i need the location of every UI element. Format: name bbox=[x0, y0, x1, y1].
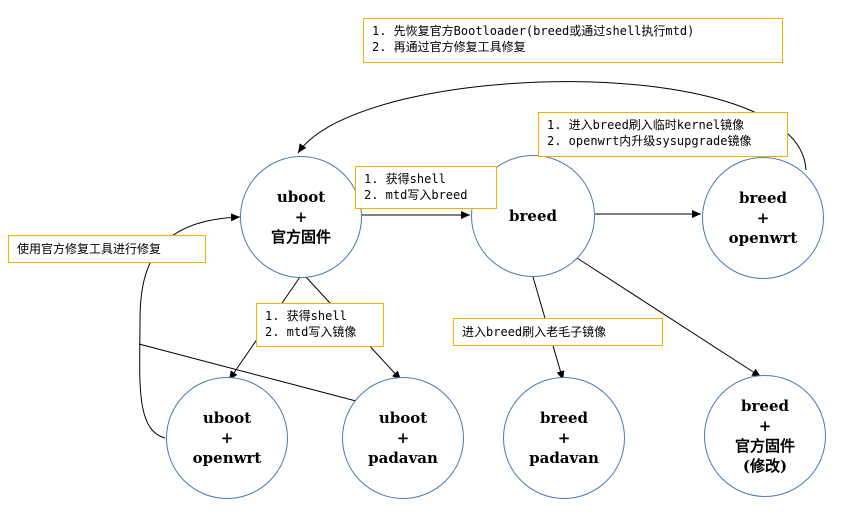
node-breed-stock-mod-line-2: + bbox=[758, 417, 772, 435]
node-breed-padavan: breed + padavan bbox=[503, 377, 625, 499]
node-uboot-padavan-line-3: padavan bbox=[368, 449, 438, 467]
note-official-repair: 使用官方修复工具进行修复 bbox=[8, 235, 206, 263]
note-breed-kernel: 1. 进入breed刷入临时kernel镜像 2. openwrt内升级sysu… bbox=[538, 112, 788, 157]
note-get-shell-breed-line-1: 1. 获得shell bbox=[364, 172, 446, 186]
node-breed-openwrt: breed + openwrt bbox=[702, 157, 824, 279]
node-breed-openwrt-line-3: openwrt bbox=[728, 229, 798, 247]
note-get-shell-breed: 1. 获得shell 2. mtd写入breed bbox=[355, 166, 497, 209]
node-breed-line-1: breed bbox=[509, 207, 557, 225]
node-breed-openwrt-line-2: + bbox=[756, 209, 770, 227]
node-uboot-padavan-line-2: + bbox=[396, 429, 410, 447]
note-official-repair-line-1: 使用官方修复工具进行修复 bbox=[17, 242, 162, 256]
node-breed-stock-mod-line-1: breed bbox=[741, 397, 789, 415]
note-breed-laomaozi: 进入breed刷入老毛子镜像 bbox=[453, 318, 663, 346]
note-get-shell-breed-line-2: 2. mtd写入breed bbox=[364, 188, 468, 202]
note-breed-kernel-line-1: 1. 进入breed刷入临时kernel镜像 bbox=[547, 118, 745, 132]
node-breed-openwrt-line-1: breed bbox=[739, 189, 787, 207]
note-get-shell-image-line-1: 1. 获得shell bbox=[265, 309, 347, 323]
note-breed-kernel-line-2: 2. openwrt内升级sysupgrade镜像 bbox=[547, 134, 752, 148]
node-breed-stock-mod-line-4: (修改) bbox=[742, 457, 788, 475]
node-uboot-padavan: uboot + padavan bbox=[342, 377, 464, 499]
node-breed-stock-mod-line-3: 官方固件 bbox=[734, 437, 795, 455]
node-uboot-stock-line-3: 官方固件 bbox=[270, 228, 331, 246]
node-uboot-openwrt-line-1: uboot bbox=[202, 409, 252, 427]
node-breed-padavan-line-2: + bbox=[557, 429, 571, 447]
node-uboot-openwrt-line-3: openwrt bbox=[192, 449, 262, 467]
note-get-shell-image: 1. 获得shell 2. mtd写入镜像 bbox=[256, 303, 384, 347]
node-uboot-stock-line-2: + bbox=[294, 208, 308, 226]
node-breed-padavan-line-3: padavan bbox=[529, 449, 599, 467]
note-restore-line-1: 1. 先恢复官方Bootloader(breed或通过shell执行mtd) bbox=[372, 24, 695, 38]
node-breed-stock-mod: breed + 官方固件 (修改) bbox=[704, 375, 826, 497]
node-uboot-openwrt-line-2: + bbox=[220, 429, 234, 447]
node-uboot-padavan-line-1: uboot bbox=[378, 409, 428, 427]
note-get-shell-image-line-2: 2. mtd写入镜像 bbox=[265, 325, 357, 339]
edge-breed-to-breed-stock-mod bbox=[576, 257, 762, 378]
node-uboot-stock-line-1: uboot bbox=[276, 188, 326, 206]
node-breed-padavan-line-1: breed bbox=[540, 409, 588, 427]
note-restore-line-2: 2. 再通过官方修复工具修复 bbox=[372, 40, 526, 54]
node-uboot-stock: uboot + 官方固件 bbox=[240, 156, 362, 278]
edge-connector-line bbox=[138, 343, 357, 402]
node-uboot-openwrt: uboot + openwrt bbox=[166, 377, 288, 499]
note-breed-laomaozi-line-1: 进入breed刷入老毛子镜像 bbox=[462, 325, 607, 339]
note-restore: 1. 先恢复官方Bootloader(breed或通过shell执行mtd) 2… bbox=[363, 18, 783, 63]
edge-uboot-openwrt-to-uboot-stock bbox=[139, 213, 241, 439]
